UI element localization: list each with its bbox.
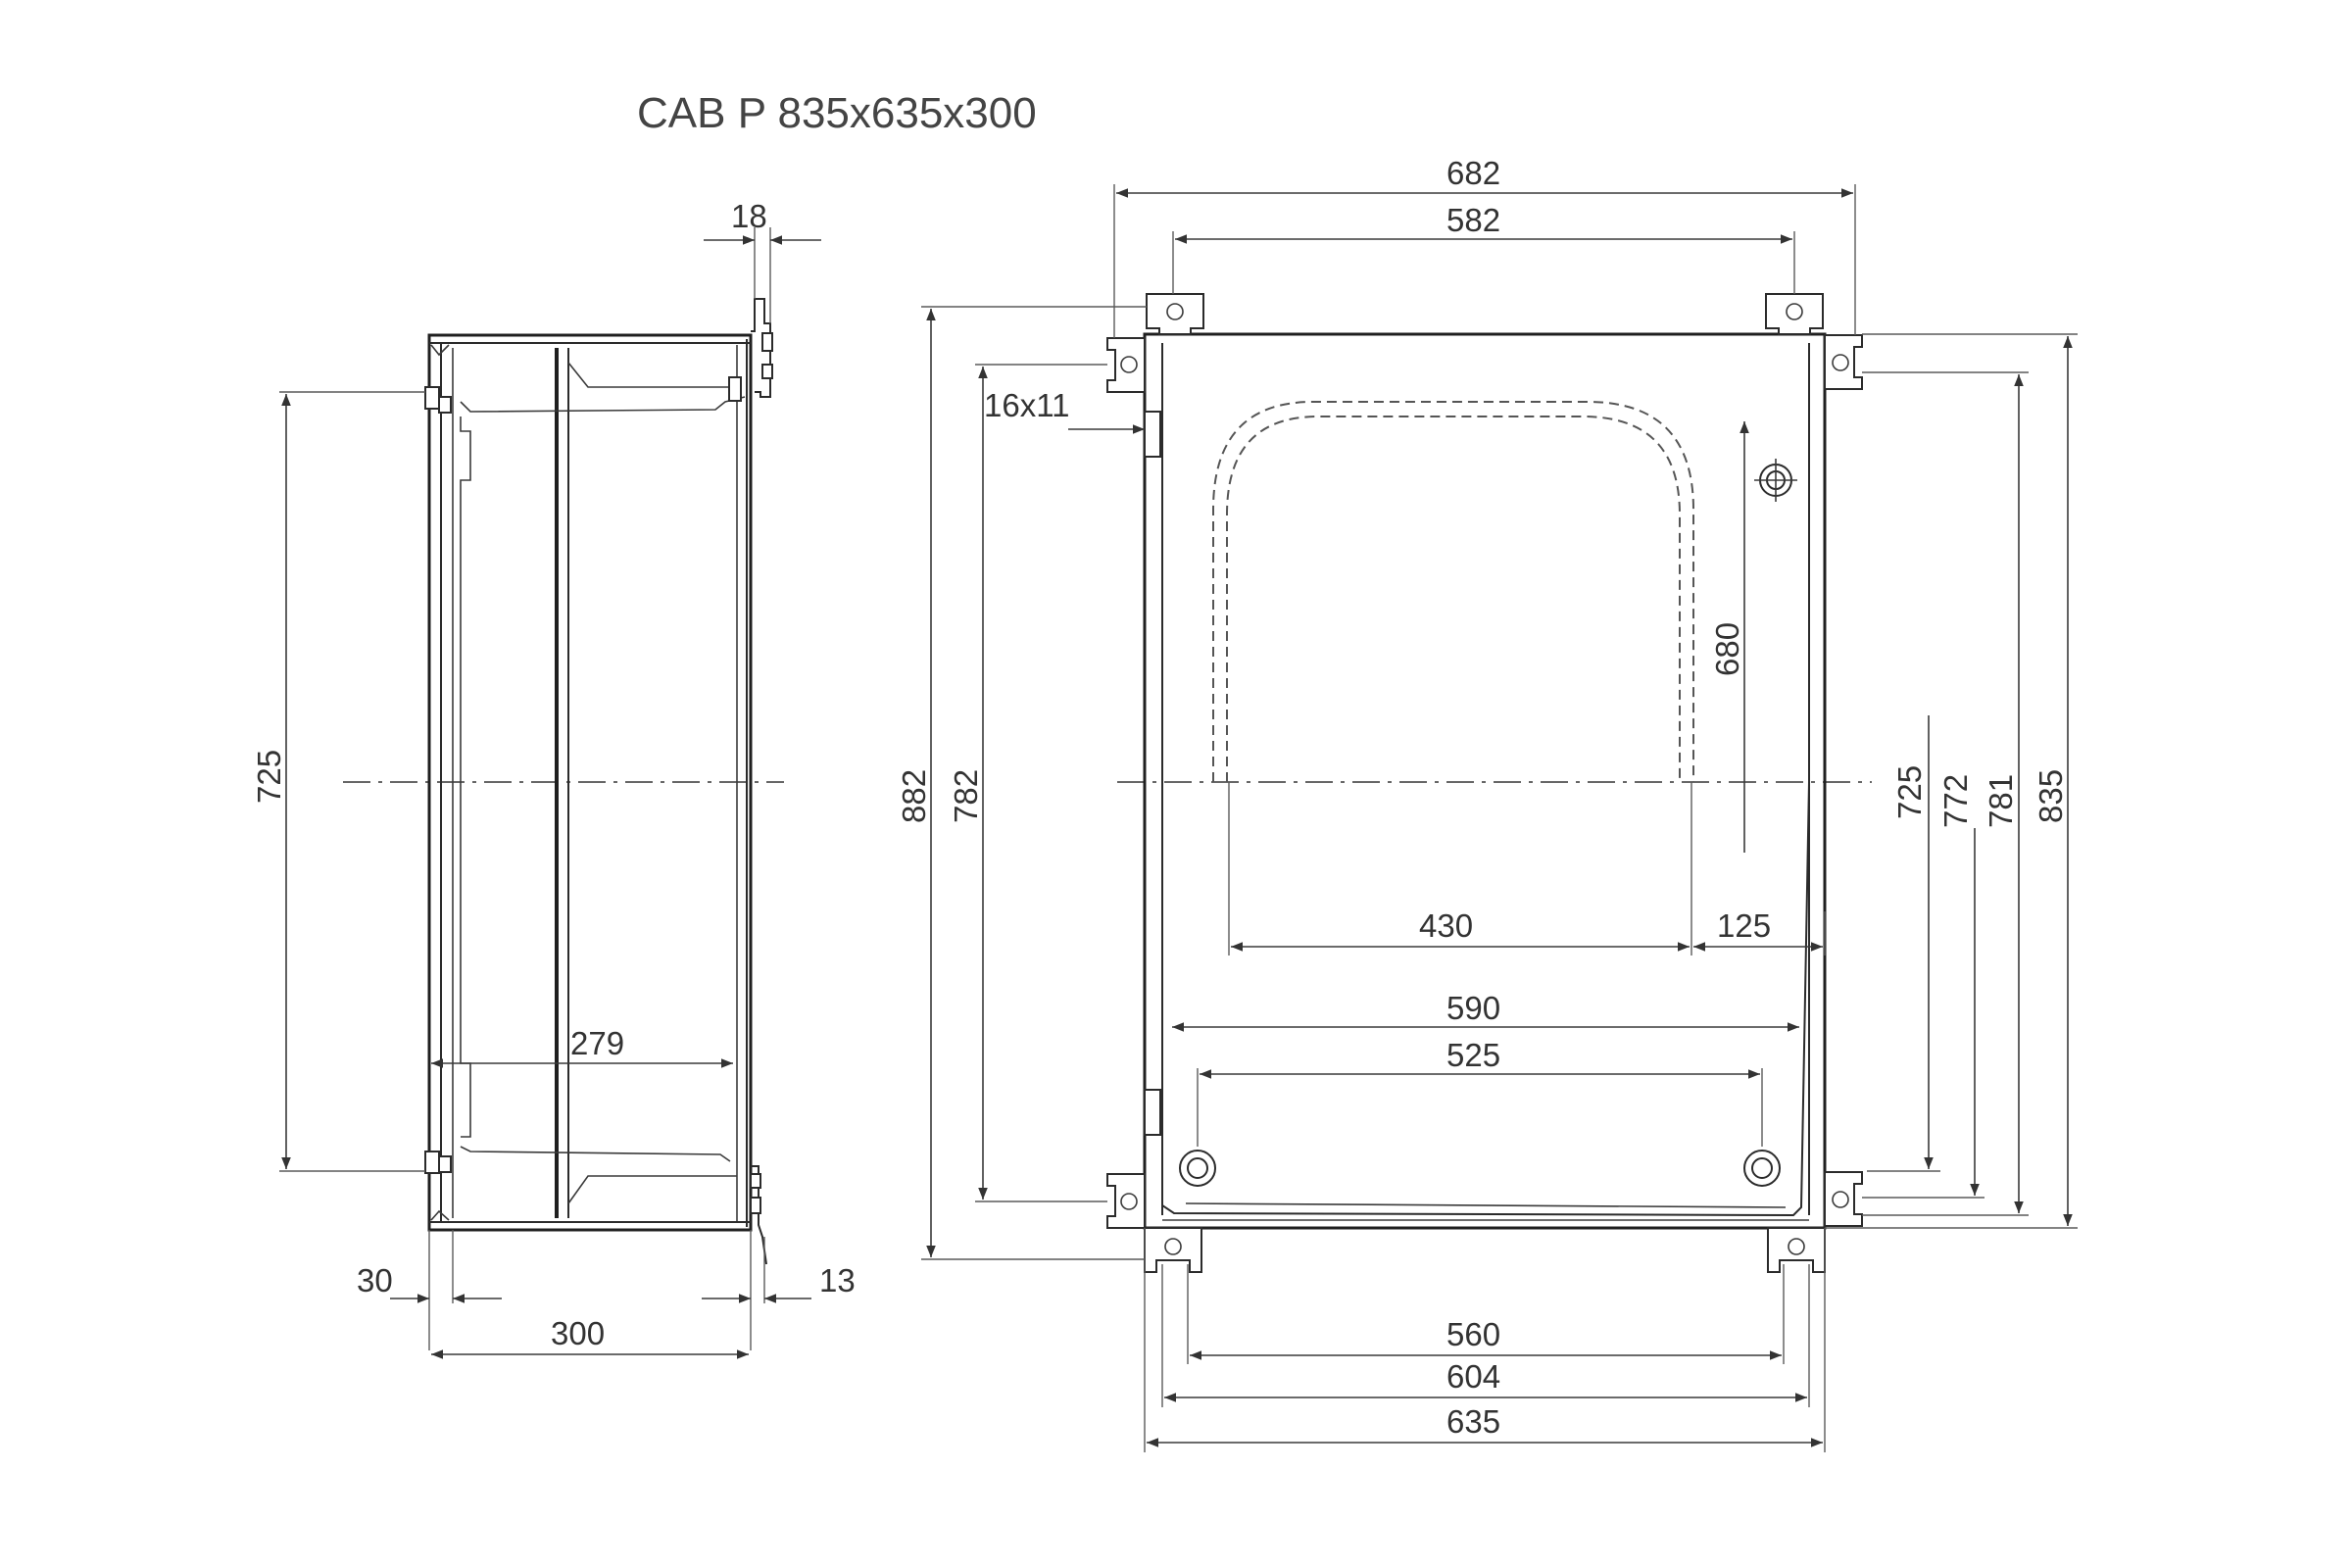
front-plate-bottom-edge	[1185, 1202, 1787, 1208]
plate-hole-right-icon	[1743, 1150, 1781, 1187]
side-lock-bottom	[438, 1155, 452, 1173]
dim-125-label: 125	[1717, 907, 1771, 944]
front-window-inner	[1226, 416, 1681, 782]
dim-279-label: 279	[570, 1025, 624, 1061]
dim-781-label: 781	[1983, 774, 2019, 828]
dim-582-label: 582	[1446, 202, 1500, 238]
dim-725-label: 725	[251, 750, 287, 804]
side-wall-bracket-top	[751, 298, 771, 398]
front-hinge-bottom	[1144, 1089, 1161, 1136]
dim-18-label: 18	[731, 198, 767, 234]
bracket-top-left-icon	[1146, 293, 1204, 335]
bracket-bottom-left-icon	[1144, 1227, 1202, 1273]
dim-13-label: 13	[819, 1262, 856, 1298]
front-hinge-top	[1144, 411, 1161, 458]
side-outer-frame	[427, 333, 753, 1232]
side-rail-profile	[460, 396, 746, 413]
lock-icon	[1754, 459, 1797, 502]
dim-772-label: 772	[1937, 774, 1974, 828]
bracket-left-bottom-icon	[1106, 1173, 1146, 1229]
dim-560-label: 560	[1446, 1316, 1500, 1352]
dim-right-725-label: 725	[1891, 765, 1928, 819]
dim-430-label: 430	[1419, 907, 1473, 944]
bracket-right-bottom-icon	[1824, 1171, 1863, 1227]
side-corner-tl	[430, 344, 450, 357]
front-view: 682 582 16x11 882 782 680 430 125 590	[896, 155, 2078, 1452]
side-inner-contour	[460, 416, 471, 1138]
side-wall-bracket-bottom-tab	[750, 1173, 761, 1189]
dim-680-label: 680	[1709, 622, 1745, 676]
side-wall-bracket-top-tab2	[761, 364, 773, 379]
side-plate-bottom-bracket	[567, 1175, 737, 1204]
side-corner-bl	[430, 1209, 450, 1221]
side-view: 18 725 279 30 13 300	[251, 198, 856, 1359]
side-hinge-top	[424, 386, 440, 410]
dim-635-label: 635	[1446, 1403, 1500, 1440]
dim-604-label: 604	[1446, 1358, 1500, 1395]
front-window-outer	[1212, 401, 1694, 782]
plate-hole-left-icon	[1179, 1150, 1216, 1187]
dim-590-label: 590	[1446, 990, 1500, 1026]
side-wall-bracket-bottom-tab2	[750, 1197, 761, 1214]
bracket-top-right-icon	[1765, 293, 1824, 335]
dim-16x11-label: 16x11	[984, 387, 1069, 423]
bracket-right-top-icon	[1824, 334, 1863, 390]
dim-882-label: 882	[896, 769, 932, 823]
bracket-bottom-right-icon	[1767, 1227, 1826, 1273]
side-hinge-bottom	[424, 1151, 440, 1174]
dim-682-label: 682	[1446, 155, 1500, 191]
side-lock-top	[438, 396, 452, 414]
side-plate-top-bracket	[567, 362, 737, 388]
side-back-plug	[728, 376, 742, 402]
dim-30-label: 30	[357, 1262, 393, 1298]
bracket-left-top-icon	[1106, 337, 1146, 393]
side-rail-profile-bottom	[460, 1146, 731, 1162]
dim-525-label: 525	[1446, 1037, 1500, 1073]
dim-835-label: 835	[2033, 769, 2069, 823]
dim-300-label: 300	[551, 1315, 605, 1351]
drawing-title: CAB P 835x635x300	[637, 89, 1037, 137]
side-wall-bracket-top-tab	[761, 332, 773, 352]
dim-782-label: 782	[948, 769, 984, 823]
front-plate-outline	[1161, 781, 1810, 1217]
front-outer-frame	[1143, 332, 1827, 1230]
